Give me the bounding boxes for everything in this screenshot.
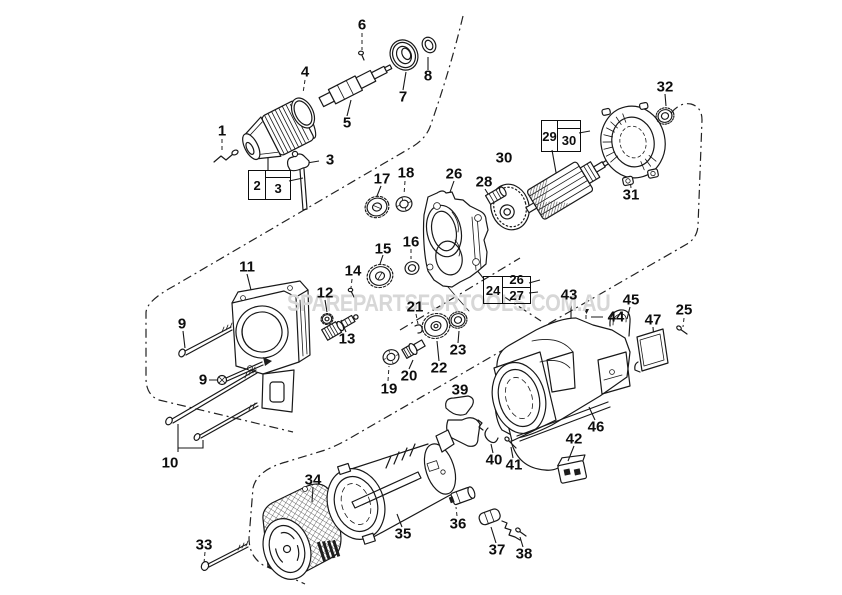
clip-40-illustration [484, 427, 499, 444]
part-label-34-30: 34 [304, 471, 322, 489]
case-screw-9b-illustration [216, 361, 264, 386]
part-label-9-8: 9 [198, 371, 208, 389]
bearing-19-illustration [382, 349, 400, 365]
spindle-bearing-illustration [389, 39, 419, 71]
gear-housing-illustration [422, 190, 489, 312]
part-label-40-36: 40 [485, 451, 503, 469]
switch-lever-cluster-illustration [435, 395, 484, 453]
group-divider-lines [145, 15, 703, 585]
part-label-19-18: 19 [380, 380, 398, 398]
pinion-20-illustration [401, 339, 426, 359]
part-label-15-14: 15 [374, 240, 392, 258]
watermark: SPAREPARTSFORTOOLS.COM.AU [287, 290, 611, 317]
part-label-28-25: 28 [475, 173, 493, 191]
part-label-46-42: 46 [587, 418, 605, 436]
part-label-12-11: 12 [316, 284, 334, 302]
part-label-4-2: 4 [300, 63, 310, 81]
part-label-42-38: 42 [565, 430, 583, 448]
armature-illustration [525, 159, 610, 221]
part-label-43-39: 43 [560, 286, 578, 304]
part-label-18-17: 18 [397, 164, 415, 182]
part-label-22-21: 22 [430, 359, 448, 377]
field-coil-illustration [262, 483, 342, 580]
armature-refbox-cell: 29 [542, 121, 558, 151]
gear-17-illustration [364, 195, 390, 219]
part-label-47-43: 47 [644, 311, 662, 329]
part-label-20-19: 20 [400, 367, 418, 385]
part-label-31-27: 31 [622, 186, 640, 204]
spindle-washer-illustration [290, 97, 316, 129]
bearing-16-illustration [404, 261, 420, 275]
part-label-7-5: 7 [398, 88, 408, 106]
part-label-41-37: 41 [505, 456, 523, 474]
part-label-10-9: 10 [161, 454, 179, 472]
carbon-brush-illustration [448, 486, 476, 506]
part-label-26-24: 26 [445, 165, 463, 183]
part-label-1-0: 1 [217, 122, 227, 140]
long-screws-10-illustration [165, 366, 259, 441]
motor-screw-33-illustration [200, 540, 249, 571]
part-label-14-13: 14 [344, 262, 362, 280]
part-label-35-31: 35 [394, 525, 412, 543]
part-label-30-26: 30 [495, 149, 513, 167]
part-label-13-12: 13 [338, 330, 356, 348]
part-label-36-32: 36 [449, 515, 467, 533]
part-label-16-15: 16 [402, 233, 420, 251]
part-label-5-3: 5 [342, 114, 352, 132]
part-label-33-29: 33 [195, 536, 213, 554]
part-label-6-4: 6 [357, 16, 367, 34]
clip-21-illustration [414, 324, 423, 334]
switch-illustration [510, 440, 588, 484]
gear-housing-refbox-cell: 24 [484, 277, 504, 303]
gear-housing-refbox-cell: 27 [509, 288, 524, 303]
bearing-18-illustration [395, 196, 413, 212]
chuck-assembly-refbox-cell: 2 [249, 171, 267, 199]
chuck-assembly-refbox-cell: 3 [274, 181, 282, 196]
gear-15-illustration [366, 263, 394, 289]
part-label-37-33: 37 [488, 541, 506, 559]
part-label-44-40: 44 [607, 308, 625, 326]
part-label-32-28: 32 [656, 78, 674, 96]
gear-case-illustration [231, 280, 311, 413]
retaining-screw-illustration [213, 149, 239, 163]
brush-screw-38-illustration [515, 527, 527, 537]
brush-holder-illustration [478, 508, 521, 541]
part-label-3-1: 3 [325, 151, 335, 169]
part-label-11-10: 11 [239, 258, 255, 276]
screw-14-illustration [347, 287, 355, 298]
bearing-23-illustration [448, 311, 468, 329]
part-label-21-20: 21 [406, 298, 424, 316]
gear-12-illustration [320, 312, 334, 326]
worm-shaft-13-illustration [321, 314, 359, 341]
set-screw-illustration [358, 50, 365, 61]
chuck-lever-illustration [286, 150, 310, 211]
armature-refbox-cell: 30 [561, 132, 577, 148]
retaining-ring-illustration [421, 36, 437, 54]
case-screw-9a-illustration [178, 322, 233, 358]
armature-refbox-cell [557, 121, 580, 129]
fan-gear-illustration [484, 183, 530, 231]
gear-22-illustration [421, 312, 451, 340]
part-label-17-16: 17 [373, 170, 391, 188]
armature-bearing-32-illustration [655, 107, 675, 125]
part-label-38-34: 38 [515, 545, 533, 563]
part-label-45-41: 45 [622, 291, 640, 309]
part-label-25-23: 25 [675, 301, 693, 319]
part-label-8-6: 8 [423, 67, 433, 85]
part-label-9-7: 9 [177, 315, 187, 333]
gear-housing-refbox-cell: 26 [503, 272, 530, 288]
name-plate-illustration [634, 328, 669, 373]
plate-screw-25-illustration [676, 325, 688, 335]
spindle-illustration [318, 64, 393, 108]
motor-housing-illustration [326, 443, 457, 545]
part-label-39-35: 39 [451, 381, 469, 399]
housing-shell-illustration [491, 309, 631, 442]
field-stator-illustration [600, 101, 666, 187]
chuck-assembly-refbox-cell [266, 171, 290, 178]
part-label-23-22: 23 [449, 341, 467, 359]
